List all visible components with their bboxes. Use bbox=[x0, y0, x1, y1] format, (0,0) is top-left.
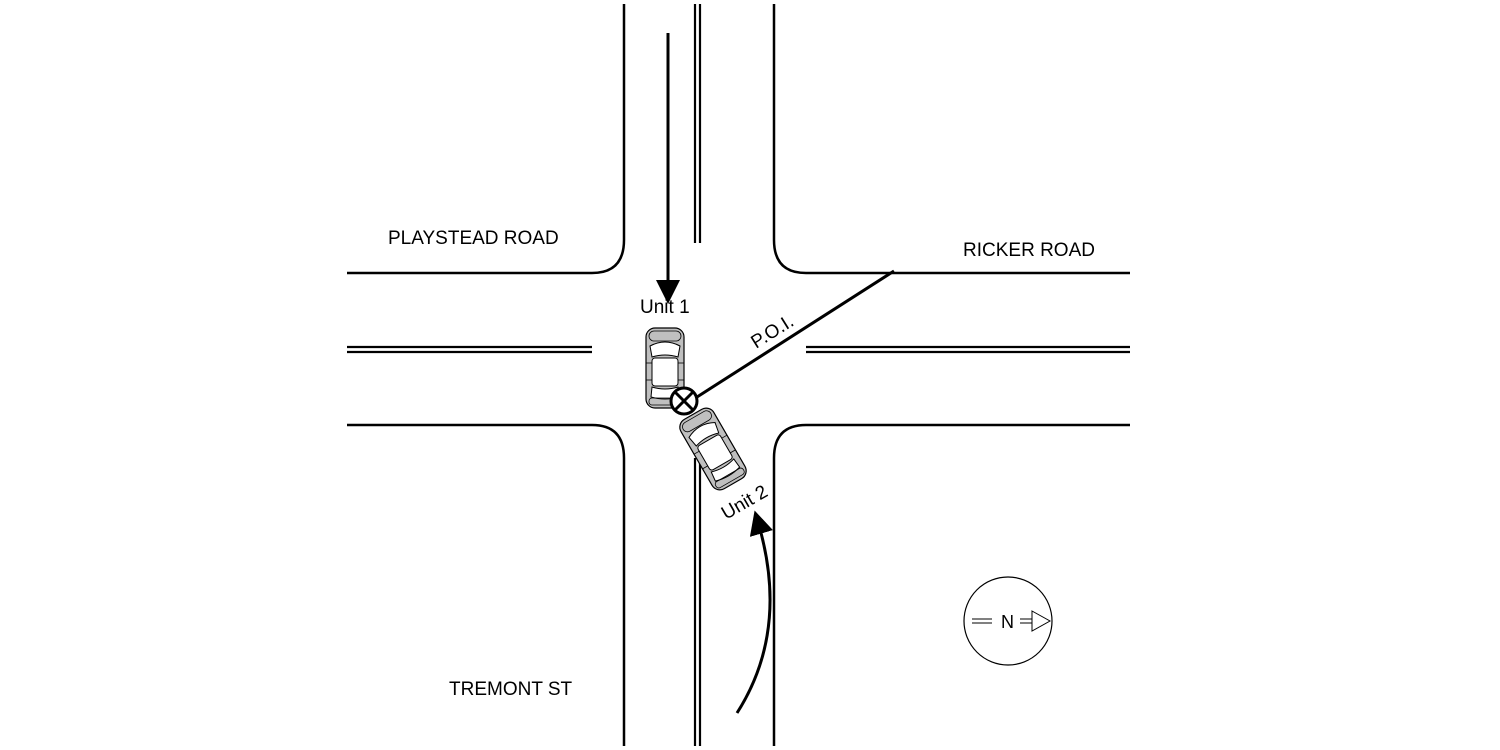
curb-south-west bbox=[347, 423, 626, 746]
unit-1-label: Unit 1 bbox=[640, 297, 690, 318]
compass-north-label: N bbox=[1001, 612, 1014, 632]
point-of-impact-marker bbox=[669, 386, 699, 416]
curb-north-east bbox=[772, 4, 1130, 275]
curb-north-west bbox=[347, 4, 626, 275]
unit-2-vehicle bbox=[675, 404, 751, 494]
road-label-tremont: TREMONT ST bbox=[449, 679, 573, 700]
road-label-playstead: PLAYSTEAD ROAD bbox=[388, 228, 559, 249]
curb-south-east bbox=[772, 423, 1130, 746]
unit-2-path-arrow bbox=[735, 510, 773, 714]
poi-leader-line bbox=[696, 269, 895, 399]
north-compass: N bbox=[963, 576, 1053, 666]
center-lines bbox=[347, 4, 1130, 746]
compass-arrow-icon bbox=[1031, 610, 1052, 632]
compass-circle bbox=[963, 576, 1053, 666]
road-label-ricker: RICKER ROAD bbox=[963, 240, 1095, 261]
road-curbs bbox=[347, 4, 1130, 746]
